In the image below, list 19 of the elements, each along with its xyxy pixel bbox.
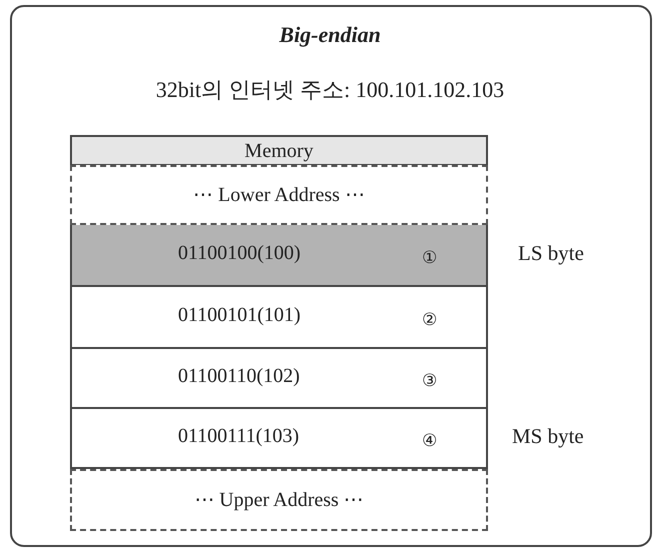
memory-cell [70,165,488,225]
title: Big-endian [278,22,382,48]
byte-value: 01100110(102) [178,365,300,388]
memory-cell [70,469,488,531]
byte-value: 01100101(101) [178,304,301,327]
address-caption: 32bit의 인터넷 주소: 100.101.102.103 [154,76,506,104]
byte-order-label: LS byte [518,241,584,266]
sequence-number: ① [422,247,437,268]
memory-cell [70,287,488,349]
address-range: ⋯ Upper Address ⋯ [193,488,365,512]
memory-cell [70,349,488,409]
byte-order-label: MS byte [512,424,584,449]
header-cell: Memory [70,135,488,166]
byte-value: 01100100(100) [178,242,301,265]
address-range: ⋯ Lower Address ⋯ [192,183,366,207]
sequence-number: ② [422,309,437,330]
sequence-number: ③ [422,370,437,391]
sequence-number: ④ [422,430,437,451]
byte-value: 01100111(103) [178,425,300,448]
